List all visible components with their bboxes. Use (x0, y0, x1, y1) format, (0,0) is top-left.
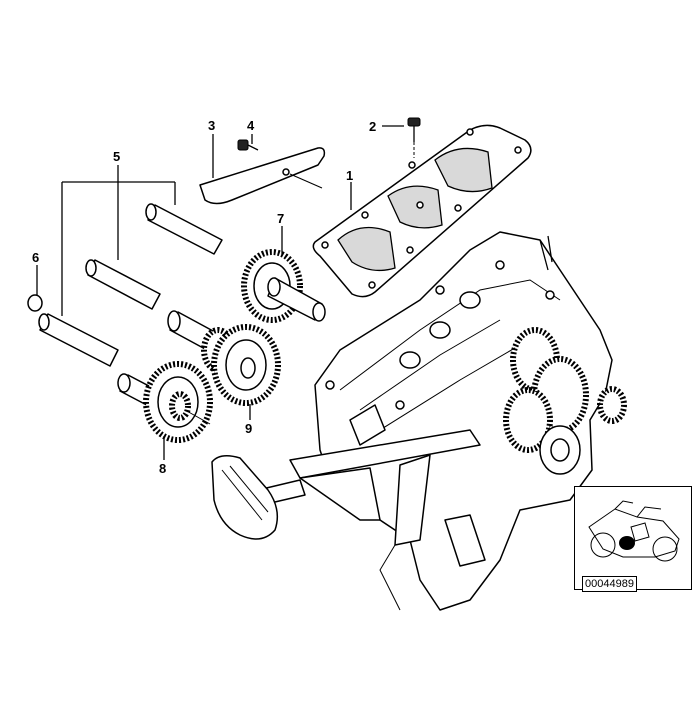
gearbox-housing (289, 231, 627, 611)
lower-gear-part (117, 361, 213, 443)
callout-1: 1 (346, 168, 353, 183)
shaft-set-part (38, 203, 223, 367)
callout-2: 2 (369, 119, 376, 134)
callout-5: 5 (113, 149, 120, 164)
upper-gear-part (241, 249, 326, 323)
callout-7: 7 (277, 211, 284, 226)
callout-6: 6 (32, 250, 39, 265)
callout-9: 9 (245, 421, 252, 436)
gearbox-cover-part (312, 124, 532, 298)
motorcycle-locator-icon (588, 500, 680, 562)
reference-code: 00044989 (582, 576, 637, 592)
bracket-part (199, 147, 326, 205)
middle-gear-part (167, 310, 281, 406)
callout-8: 8 (159, 461, 166, 476)
shift-pedal (211, 455, 306, 540)
bracket-screw-part (237, 139, 259, 151)
callout-4: 4 (247, 118, 255, 133)
cover-screw-part (407, 117, 421, 158)
reference-thumbnail (574, 486, 692, 590)
callout-lines (36, 125, 404, 460)
callout-labels: 1 2 3 4 5 6 7 8 9 (32, 118, 376, 476)
callout-3: 3 (208, 118, 215, 133)
o-ring-part (27, 294, 43, 312)
